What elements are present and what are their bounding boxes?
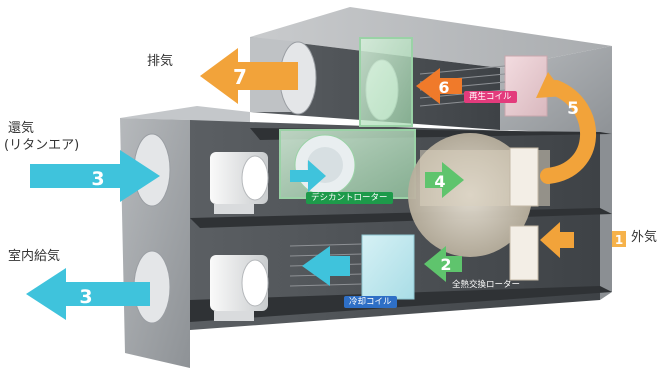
arrow-reheat-loop: 5 xyxy=(536,72,597,184)
return-air-label: 還気 xyxy=(8,121,35,136)
regen-coil-label: 再生コイル xyxy=(464,91,517,103)
lower-rail xyxy=(190,286,612,322)
exhaust-label: 排気 xyxy=(147,54,174,69)
step-number-3-supply: 3 xyxy=(79,286,92,308)
upper-fan xyxy=(210,152,269,214)
step-number-7: 7 xyxy=(233,65,247,89)
arrow-desiccant-to-fan xyxy=(290,160,326,192)
lower-side-edge xyxy=(600,134,612,300)
heat-exchange-rotor-label: 全熱交換ローター xyxy=(452,280,521,290)
step-number-2: 2 xyxy=(440,255,451,274)
lower-fan xyxy=(210,255,269,321)
arrow-heat-exchange: 2 xyxy=(424,246,462,282)
arrow-return-air: 3 xyxy=(30,150,160,202)
desiccant-rotor-label: デシカントローター xyxy=(306,192,393,204)
arrow-regen: 6 xyxy=(416,68,462,104)
arrow-outside-air-in xyxy=(540,222,574,258)
return-air-sublabel: (リタンエア) xyxy=(4,138,80,153)
arrow-desiccant-pass: 4 xyxy=(425,162,464,198)
outside-air-badge: 1 xyxy=(612,231,626,247)
step-number-3-return: 3 xyxy=(91,168,104,190)
heat-exchange-rotor-unit xyxy=(408,133,550,281)
step-number-6: 6 xyxy=(438,78,449,97)
supply-air-label: 室内給気 xyxy=(8,249,61,264)
step-number-1: 1 xyxy=(615,233,623,247)
arrow-coil-to-fan xyxy=(302,246,350,286)
outside-air-label: 外気 xyxy=(631,230,658,245)
arrow-supply-air: 3 xyxy=(26,268,150,320)
step-number-4: 4 xyxy=(434,172,445,191)
arrow-exhaust: 7 xyxy=(200,48,298,104)
cooling-coil-label: 冷却コイル xyxy=(344,296,397,308)
cooling-coil-unit xyxy=(289,234,415,300)
upper-roof xyxy=(250,7,612,68)
step-number-5: 5 xyxy=(567,99,579,119)
